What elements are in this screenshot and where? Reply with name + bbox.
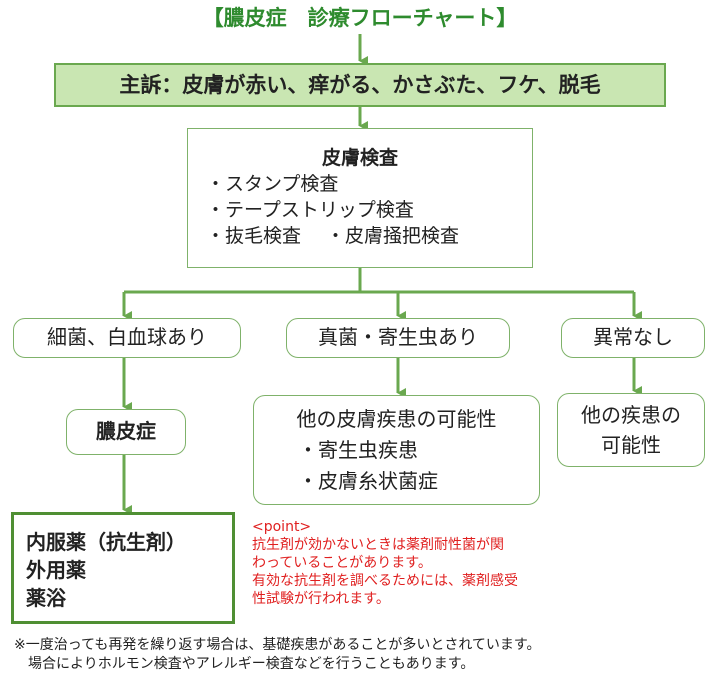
chief-complaint-box: 主訴：皮膚が赤い、痒がる、かさぶた、フケ、脱毛 <box>54 63 666 107</box>
branch-bacteria: 細菌、白血球あり <box>13 318 241 358</box>
other-disease-line-1: 他の疾患の <box>581 403 681 427</box>
other-disease-box: 他の疾患の 可能性 <box>557 393 705 467</box>
point-line-1: 抗生剤が効かないときは薬剤耐性菌が関 <box>252 537 504 553</box>
treatment-oral: 内服薬（抗生剤） <box>26 530 186 554</box>
treatment-topical: 外用薬 <box>26 558 86 582</box>
other-disease-line-2: 可能性 <box>601 433 661 457</box>
footnote: ※一度治っても再発を繰り返す場合は、基礎疾患があることが多いとされています。 場… <box>14 636 714 674</box>
branch-normal: 異常なし <box>561 318 705 358</box>
branch-fungi-parasites: 真菌・寄生虫あり <box>286 318 510 358</box>
skin-exam-box: 皮膚検査 ・スタンプ検査 ・テープストリップ検査 ・抜毛検査 ・皮膚掻把検査 <box>187 128 533 268</box>
point-line-4: 性試験が行われます。 <box>252 591 390 607</box>
treatment-box: 内服薬（抗生剤） 外用薬 薬浴 <box>11 512 235 624</box>
point-label: <point> <box>252 519 312 535</box>
point-note: <point> 抗生剤が効かないときは薬剤耐性菌が関 わっていることがあります。… <box>252 518 612 608</box>
pyoderma-box: 膿皮症 <box>66 409 186 455</box>
skin-exam-item-hair-scraping: ・抜毛検査 ・皮膚掻把検査 <box>206 225 460 247</box>
skin-exam-item-stamp: ・スタンプ検査 <box>206 173 339 195</box>
skin-exam-heading: 皮膚検査 <box>321 147 398 169</box>
other-skin-heading: 他の皮膚疾患の可能性 <box>296 407 497 431</box>
point-line-3: 有効な抗生剤を調べるためには、薬剤感受 <box>252 573 518 589</box>
page-title: 【膿皮症 診療フローチャート】 <box>202 6 518 30</box>
other-skin-item-parasite: ・寄生虫疾患 <box>298 438 418 462</box>
other-skin-item-dermatophytosis: ・皮膚糸状菌症 <box>298 469 438 493</box>
point-line-2: わっていることがあります。 <box>252 555 432 571</box>
other-skin-disease-box: 他の皮膚疾患の可能性 ・寄生虫疾患 ・皮膚糸状菌症 <box>253 395 540 505</box>
treatment-bath: 薬浴 <box>26 586 66 610</box>
skin-exam-item-tape: ・テープストリップ検査 <box>206 199 414 221</box>
footnote-line-1: ※一度治っても再発を繰り返す場合は、基礎疾患があることが多いとされています。 <box>14 637 541 653</box>
footnote-line-2: 場合によりホルモン検査やアレルギー検査などを行うこともあります。 <box>14 656 475 672</box>
